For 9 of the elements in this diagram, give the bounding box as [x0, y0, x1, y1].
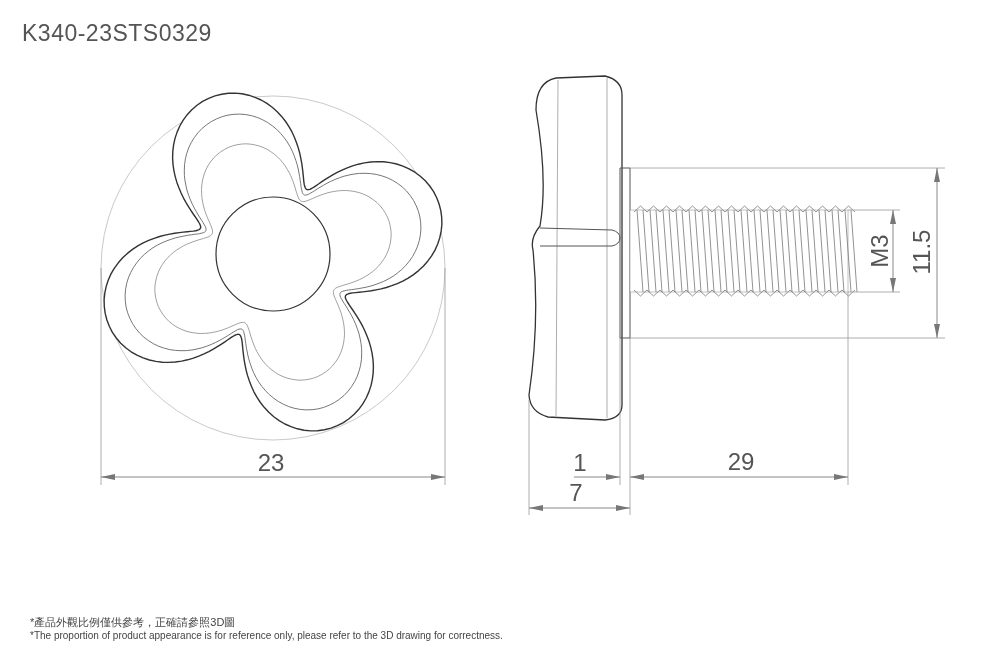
footnote: *產品外觀比例僅供參考，正確請參照3D圖 [30, 615, 236, 630]
dimension-value: 7 [569, 481, 583, 505]
dimension-value: 11.5 [910, 229, 934, 275]
dimension-value: M3 [868, 234, 892, 268]
dimension-value: 23 [257, 451, 285, 475]
dimension-value: 1 [573, 451, 587, 475]
dimension-value: 29 [727, 450, 755, 474]
footnote: *The proportion of product appearance is for reference only, please refer to the 3D drawing for correctness. [30, 630, 503, 641]
part-number-title: K340-23STS0329 [22, 20, 212, 47]
